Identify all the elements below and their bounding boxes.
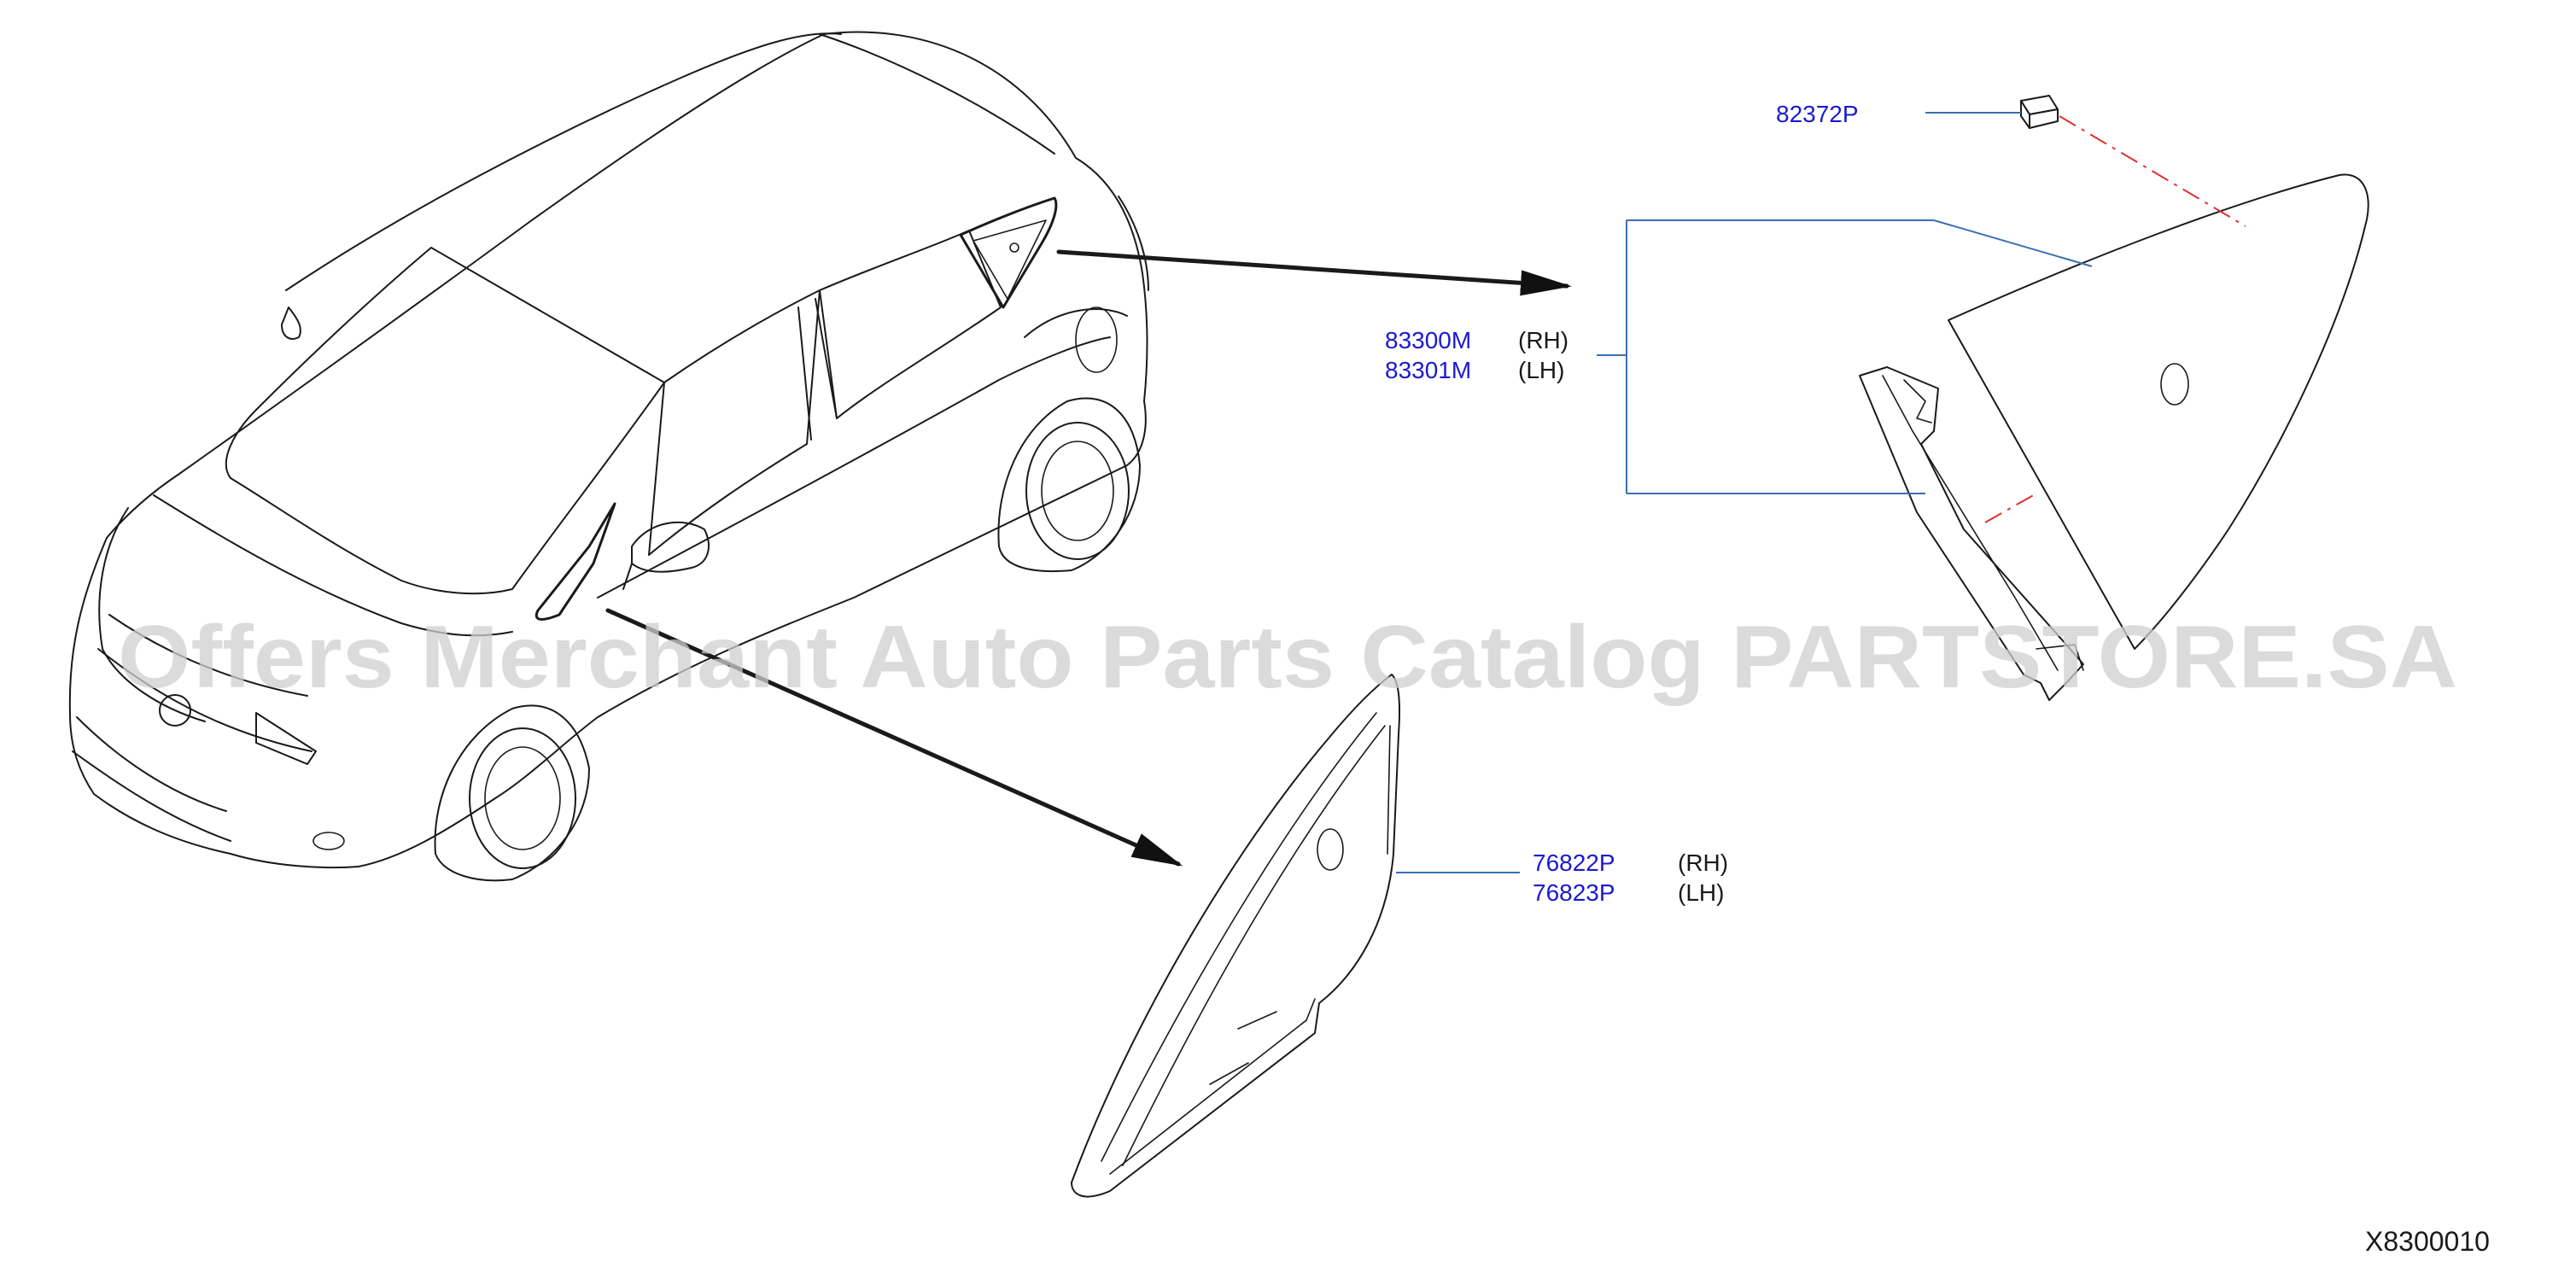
arrow-to-front-glass bbox=[605, 608, 1183, 867]
leader-lines bbox=[1396, 112, 2093, 873]
diagram-id: X8300010 bbox=[2365, 1226, 2490, 1257]
rear-glass-lh-part-number[interactable]: 83301M bbox=[1385, 357, 1471, 383]
front-glass-rh-part-number[interactable]: 76822P bbox=[1533, 850, 1615, 876]
rear-glass-lh-label: (LH) bbox=[1518, 357, 1564, 383]
clip-part bbox=[2020, 95, 2059, 129]
front-glass-lh-part-number[interactable]: 76823P bbox=[1533, 879, 1615, 906]
clip-part-number[interactable]: 82372P bbox=[1776, 101, 1859, 127]
arrow-to-rear-glass bbox=[1056, 249, 1572, 296]
trim-alignment-line bbox=[1984, 493, 2037, 523]
watermark-text: Offers Merchant Auto Parts Catalog PARTS… bbox=[118, 608, 2457, 707]
front-quarter-glass bbox=[1071, 674, 1401, 1198]
clip-alignment-line bbox=[2059, 115, 2246, 227]
rear-glass-rh-label: (RH) bbox=[1518, 327, 1568, 353]
rear-quarter-glass bbox=[1859, 173, 2369, 701]
car-illustration bbox=[68, 31, 1149, 882]
rear-glass-rh-part-number[interactable]: 83300M bbox=[1385, 327, 1471, 353]
front-glass-lh-label: (LH) bbox=[1678, 879, 1724, 906]
front-glass-rh-label: (RH) bbox=[1678, 850, 1728, 876]
